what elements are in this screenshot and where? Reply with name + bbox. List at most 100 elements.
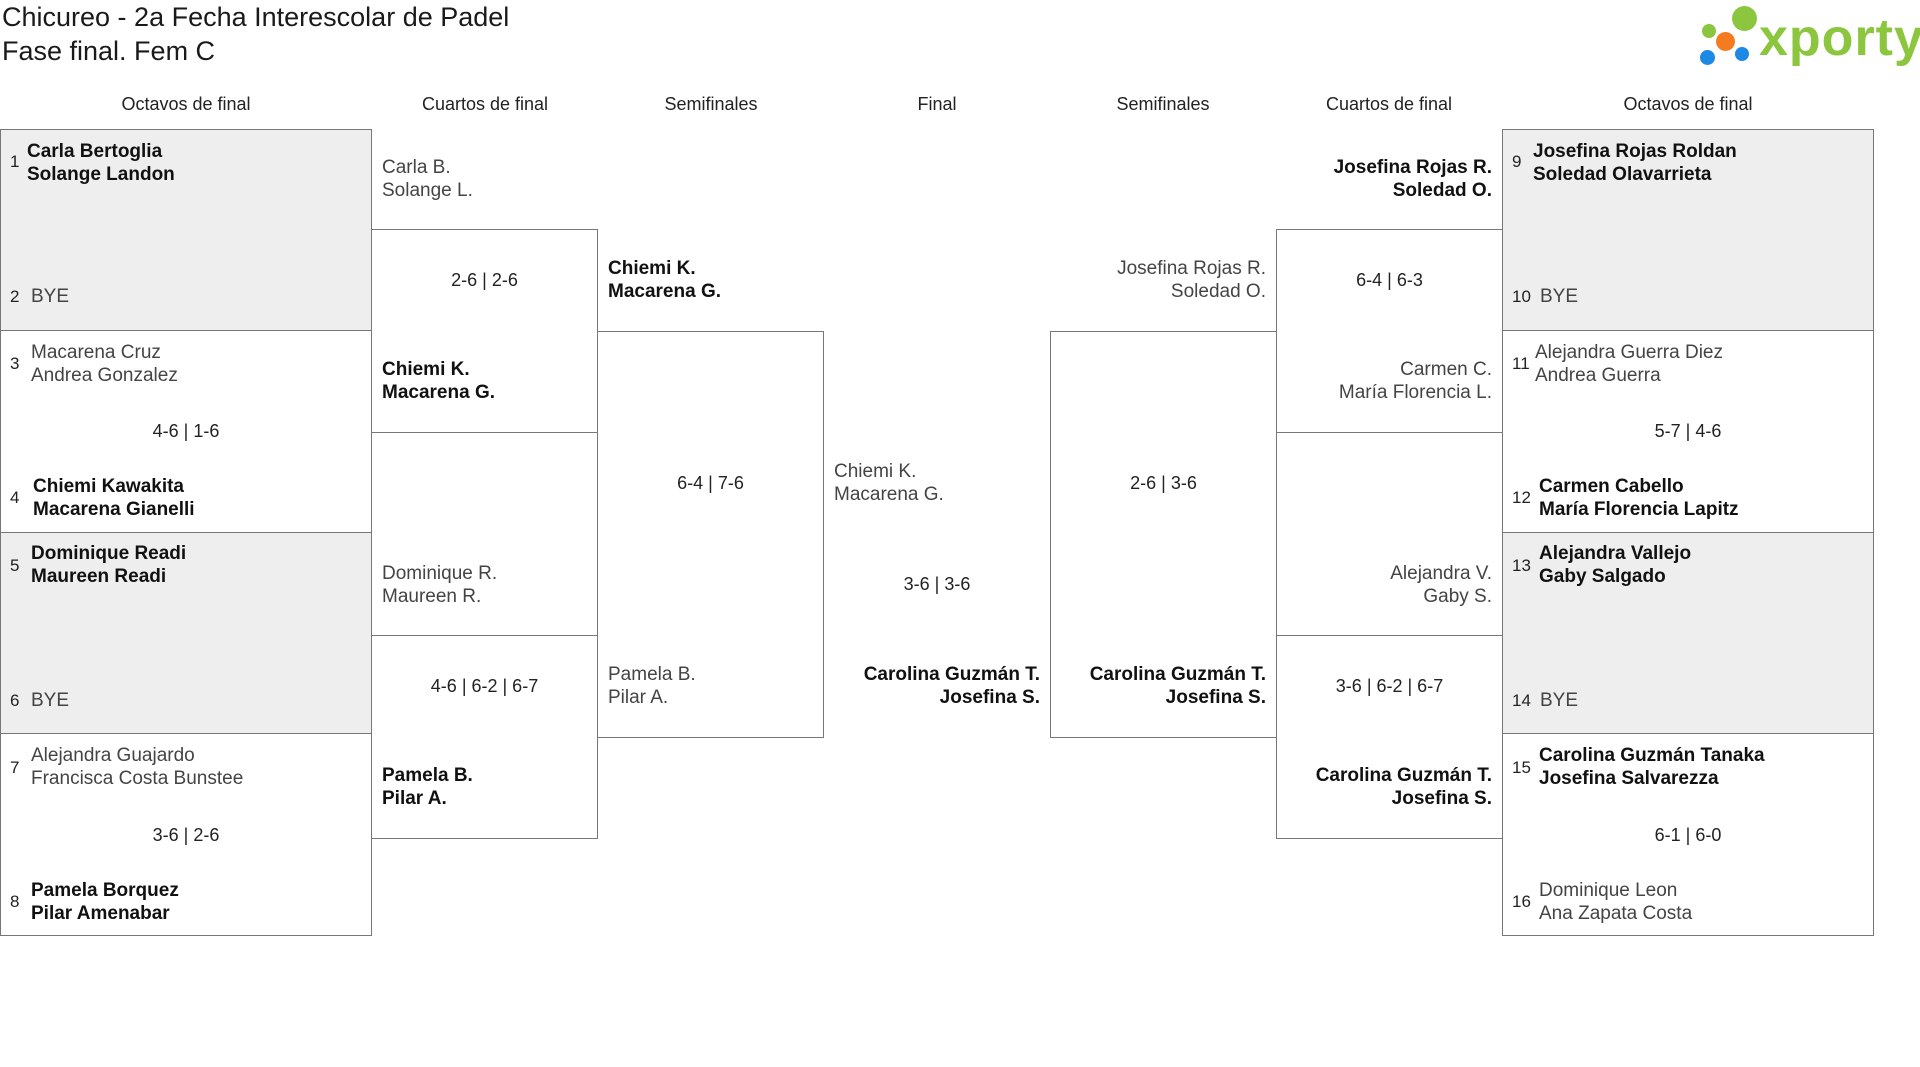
team-entry: Pamela Borquez Pilar Amenabar <box>31 879 179 925</box>
team-entry: Josefina Rojas R. Soledad O. <box>1276 156 1492 202</box>
player-name: María Florencia Lapitz <box>1539 499 1739 520</box>
player-name: Carolina Guzmán T. <box>863 664 1040 685</box>
match-score: 2-6 | 2-6 <box>451 270 518 290</box>
bye-entry: BYE <box>1540 286 1579 307</box>
player-name: Josefina Rojas R. <box>1333 157 1492 178</box>
team-entry: Pamela B. Pilar A. <box>608 663 696 709</box>
player-name: Josefina S. <box>1165 687 1266 708</box>
seed-number: 9 <box>1512 152 1522 171</box>
player-name: Andrea Gonzalez <box>31 365 178 386</box>
seed-number: 1 <box>10 152 20 171</box>
r16-match-box <box>1502 129 1874 331</box>
player-name: Josefina Rojas R. <box>1117 258 1266 279</box>
team-entry: Alejandra Guajardo Francisca Costa Bunst… <box>31 744 243 790</box>
player-name: Maureen Readi <box>31 566 167 587</box>
team-entry: Carolina Guzmán T. Josefina S. <box>1050 663 1266 709</box>
player-name: Pilar Amenabar <box>31 903 170 924</box>
player-name: Carmen C. <box>1400 359 1492 380</box>
player-name: Carolina Guzmán T. <box>1089 664 1266 685</box>
sf-match-box <box>597 331 824 738</box>
seed-number: 13 <box>1512 556 1531 575</box>
match-score: 6-4 | 6-3 <box>1356 270 1423 290</box>
round-header-left-sf: Semifinales <box>664 94 758 114</box>
team-entry: Alejandra Vallejo Gaby Salgado <box>1539 542 1691 588</box>
team-entry: Josefina Rojas Roldan Soledad Olavarriet… <box>1533 140 1737 186</box>
bye-entry: BYE <box>1540 690 1579 711</box>
logo-dot-green <box>1732 6 1757 31</box>
player-name: Gaby S. <box>1423 586 1492 607</box>
player-name: Alejandra Guajardo <box>31 745 195 766</box>
match-score: 6-1 | 6-0 <box>1654 825 1722 845</box>
seed-number: 2 <box>10 287 20 306</box>
team-entry: Carmen C. María Florencia L. <box>1276 358 1492 404</box>
logo-dot-blue <box>1700 50 1715 65</box>
team-entry: Dominique Readi Maureen Readi <box>31 542 186 588</box>
r16-match-box <box>1502 733 1874 936</box>
player-name: Macarena G. <box>382 382 495 403</box>
match-score: 6-4 | 7-6 <box>677 473 744 493</box>
player-name: Carolina Guzmán Tanaka <box>1539 745 1765 766</box>
page-title: Chicureo - 2a Fecha Interescolar de Pade… <box>2 2 510 32</box>
team-entry: Carolina Guzmán T. Josefina S. <box>1276 764 1492 810</box>
seed-number: 11 <box>1512 354 1530 373</box>
team-entry: Alejandra V. Gaby S. <box>1276 562 1492 608</box>
player-name: Solange Landon <box>27 164 175 185</box>
seed-number: 16 <box>1512 892 1531 911</box>
player-name: Macarena Cruz <box>31 342 161 363</box>
player-name: Dominique Readi <box>31 543 187 564</box>
player-name: Pamela B. <box>382 765 473 786</box>
team-entry: Josefina Rojas R. Soledad O. <box>1050 257 1266 303</box>
match-score: 2-6 | 3-6 <box>1130 473 1197 493</box>
team-entry: Chiemi K. Macarena G. <box>382 358 495 404</box>
xporty-logo: xporty <box>1692 4 1920 70</box>
player-name: Carla Bertoglia <box>27 141 163 162</box>
player-name: Josefina S. <box>939 687 1040 708</box>
team-entry: Macarena Cruz Andrea Gonzalez <box>31 341 178 387</box>
player-name: Pilar A. <box>382 788 447 809</box>
seed-number: 3 <box>10 354 20 373</box>
logo-wordmark: xporty <box>1759 9 1920 67</box>
round-header-right-qf: Cuartos de final <box>1325 94 1453 114</box>
team-entry: Carolina Guzmán Tanaka Josefina Salvarez… <box>1539 744 1765 790</box>
round-header-right-r16: Octavos de final <box>1623 94 1753 114</box>
logo-dot-blue-2 <box>1735 47 1749 61</box>
r16-match-box <box>0 129 372 331</box>
player-name: Francisca Costa Bunstee <box>31 768 244 789</box>
team-entry: Alejandra Guerra Diez Andrea Guerra <box>1535 341 1723 387</box>
player-name: Ana Zapata Costa <box>1539 903 1693 924</box>
team-entry: Dominique R. Maureen R. <box>382 562 497 608</box>
player-name: Carolina Guzmán T. <box>1315 765 1492 786</box>
player-name: Soledad O. <box>1170 281 1266 302</box>
round-header-left-qf: Cuartos de final <box>421 94 549 114</box>
bye-entry: BYE <box>31 690 70 711</box>
player-name: Macarena G. <box>834 484 944 505</box>
seed-number: 5 <box>10 556 20 575</box>
player-name: Maureen R. <box>382 586 482 607</box>
round-header-right-sf: Semifinales <box>1116 94 1210 114</box>
player-name: Macarena G. <box>608 281 721 302</box>
match-score: 3-6 | 6-2 | 6-7 <box>1335 676 1444 696</box>
seed-number: 14 <box>1512 691 1531 710</box>
match-score: 3-6 | 2-6 <box>152 825 220 845</box>
finalist-entry: Chiemi K. Macarena G. <box>834 460 944 506</box>
player-name: Alejandra Vallejo <box>1539 543 1692 564</box>
player-name: Chiemi K. <box>382 359 470 380</box>
seed-number: 4 <box>10 488 20 507</box>
player-name: María Florencia L. <box>1338 382 1492 403</box>
match-score: 5-7 | 4-6 <box>1654 421 1722 441</box>
seed-number: 12 <box>1512 488 1531 507</box>
finalist-entry: Carolina Guzmán T. Josefina S. <box>824 663 1040 709</box>
team-entry: Carla B. Solange L. <box>382 156 473 202</box>
round-header-left-r16: Octavos de final <box>121 94 251 114</box>
sf-match-box <box>1050 331 1277 738</box>
match-score: 4-6 | 6-2 | 6-7 <box>430 676 539 696</box>
page-header: Chicureo - 2a Fecha Interescolar de Pade… <box>2 0 509 68</box>
player-name: Dominique R. <box>382 563 498 584</box>
player-name: Gaby Salgado <box>1539 566 1666 587</box>
player-name: Solange L. <box>382 180 473 201</box>
team-entry: Chiemi Kawakita Macarena Gianelli <box>33 475 195 521</box>
seed-number: 7 <box>10 758 20 777</box>
logo-dot-orange <box>1716 32 1735 51</box>
player-name: Soledad Olavarrieta <box>1533 164 1712 185</box>
bye-entry: BYE <box>31 286 70 307</box>
